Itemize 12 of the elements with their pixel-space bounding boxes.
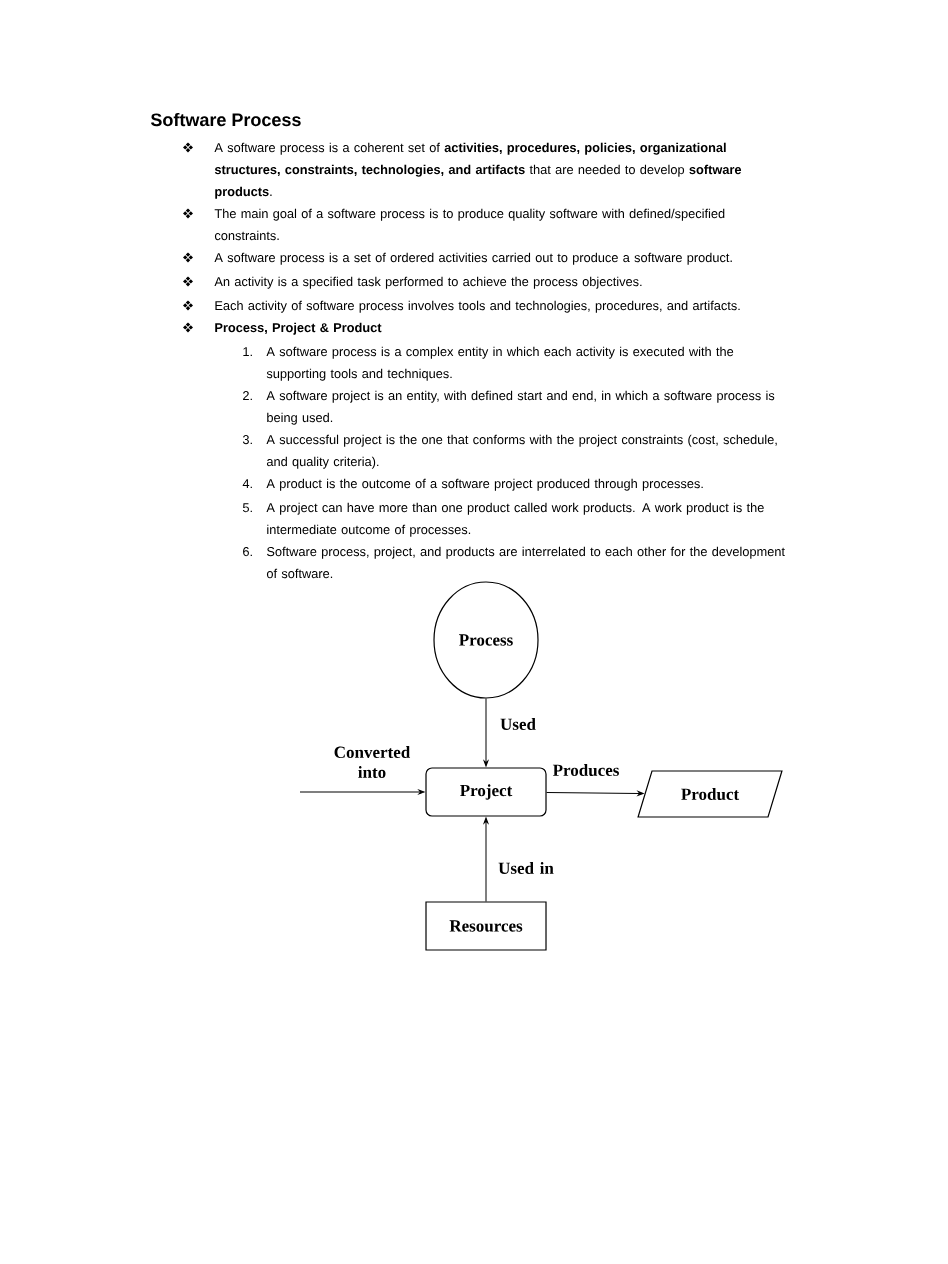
product-parallelogram: Product: [637, 770, 783, 818]
edge-label: Produces: [552, 764, 619, 776]
edge-label: Used: [500, 718, 536, 730]
project-box: Project: [425, 767, 547, 817]
resources-box: Resources: [425, 901, 547, 951]
heading: Software Process: [150, 112, 301, 127]
edge-label: Used in: [498, 862, 554, 874]
edge-label: Converted into: [334, 746, 411, 778]
arrow: [546, 791, 644, 796]
arrow: [483, 817, 489, 902]
arrow: [299, 789, 425, 795]
arrow: [483, 698, 489, 767]
